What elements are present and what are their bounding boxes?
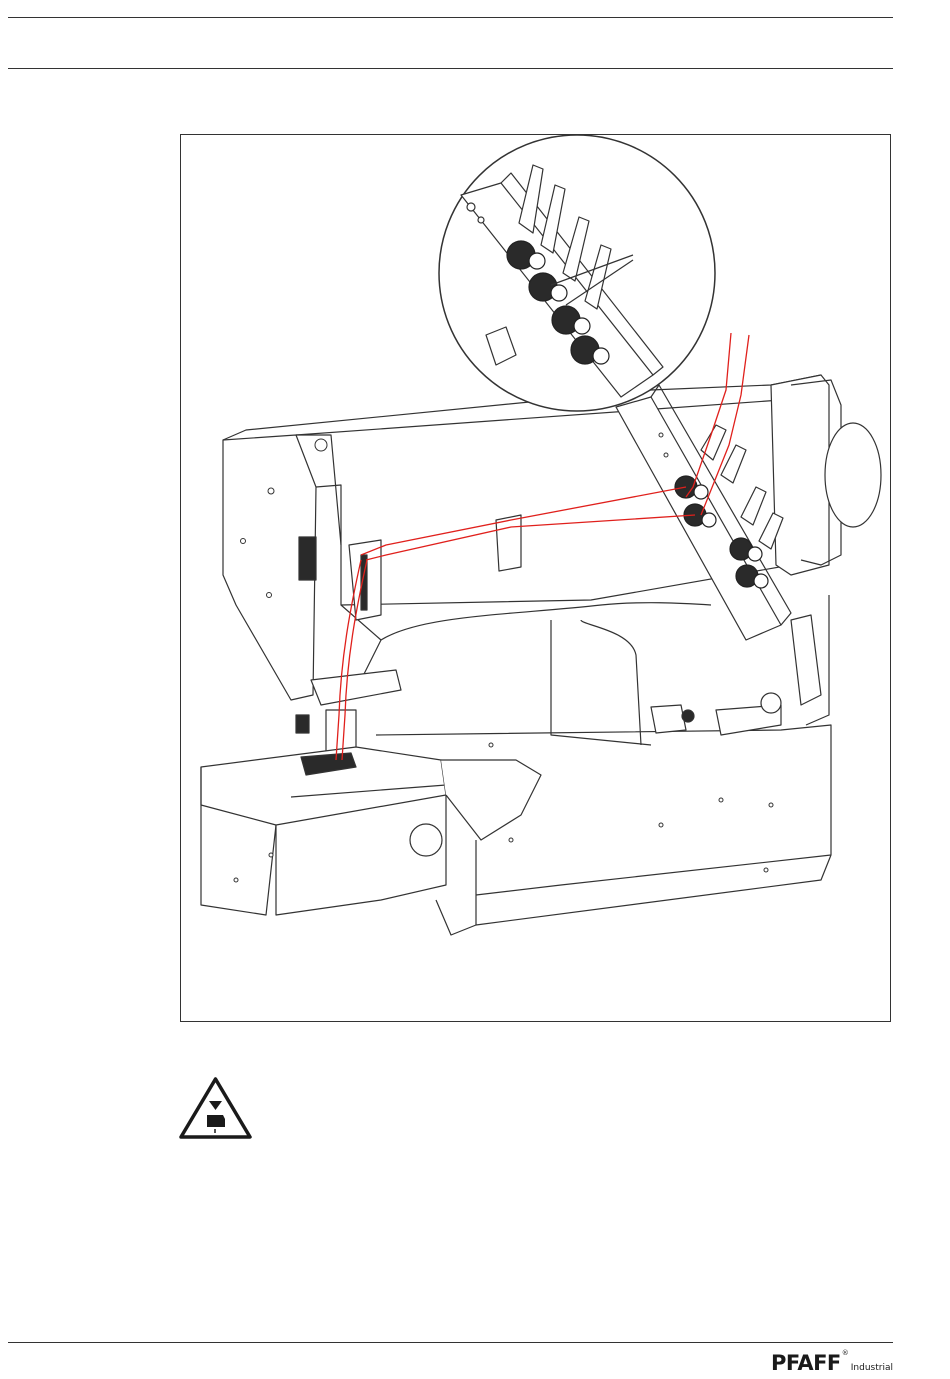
sewing-machine-illustration xyxy=(181,135,890,1021)
header-top-rule xyxy=(8,17,893,18)
header-bottom-rule xyxy=(8,68,893,69)
logo-brand: PFAFF xyxy=(771,1353,841,1374)
illustration-frame xyxy=(180,134,891,1022)
logo-registered-mark: ® xyxy=(842,1349,849,1357)
logo-subtitle: Industrial xyxy=(851,1363,893,1373)
hand-injury-warning-icon xyxy=(179,1077,252,1139)
tension-detail-magnifier xyxy=(439,135,715,411)
footer-rule xyxy=(8,1342,893,1343)
hand-wheel xyxy=(825,423,881,527)
pfaff-logo: PFAFF ® Industrial xyxy=(771,1346,893,1374)
